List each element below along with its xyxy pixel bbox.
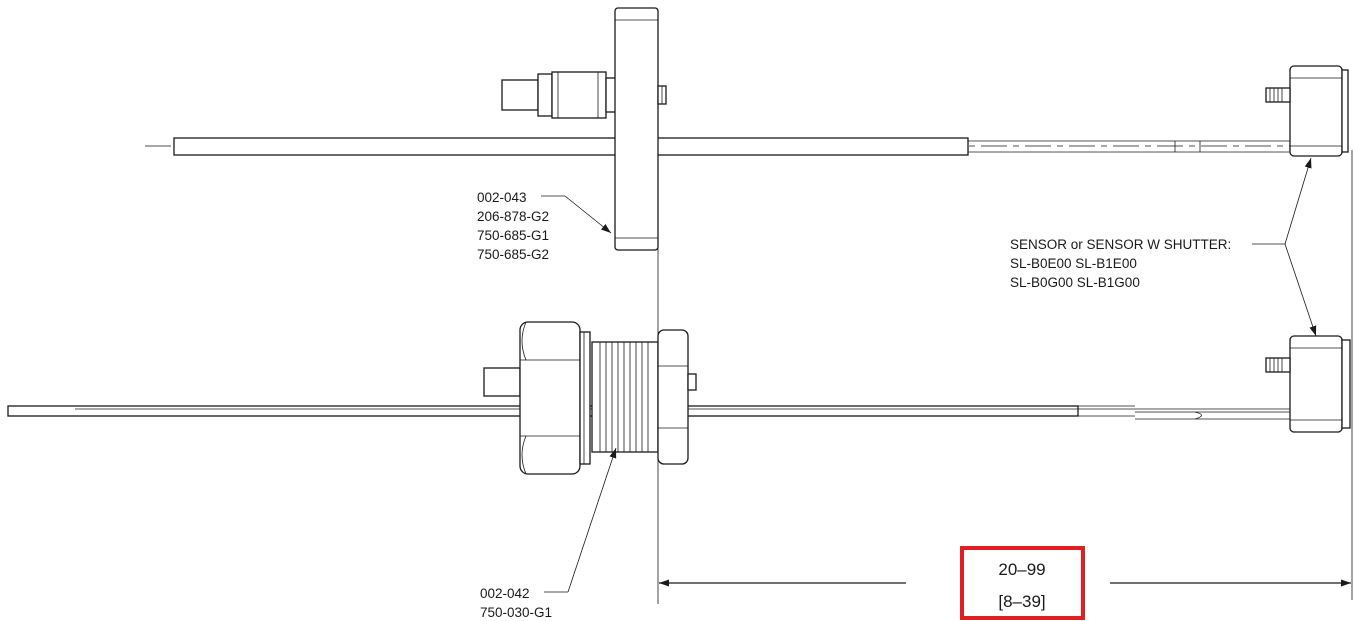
dimension-highlight-box <box>960 546 1085 620</box>
bottom-hex-nut-left <box>519 321 581 475</box>
callout-label: SENSOR or SENSOR W SHUTTER: <box>1010 237 1231 252</box>
dimension-value-in: [8–39] <box>998 592 1045 611</box>
top-sensor-head <box>1265 65 1349 157</box>
callout-label: 750-685-G2 <box>477 247 549 262</box>
bottom-hex-nut-right <box>657 329 697 465</box>
dimension-extension-lines <box>657 150 1353 604</box>
callout-top-flange: 002-043 206-878-G2 750-685-G1 750-685-G2 <box>477 190 612 262</box>
callout-label: 002-042 <box>480 586 530 601</box>
bottom-assembly <box>7 321 1351 475</box>
callout-label: SL-B0E00 SL-B1E00 <box>1010 256 1137 271</box>
bottom-sensor-head <box>1265 335 1351 433</box>
dimension-value-mm: 20–99 <box>998 560 1045 579</box>
bottom-threaded-body <box>591 341 659 453</box>
top-probe-rod <box>173 137 969 156</box>
callout-bottom-fitting: 002-042 750-030-G1 <box>480 447 617 620</box>
callout-label: 206-878-G2 <box>477 209 549 224</box>
callout-label: SL-B0G00 SL-B1G00 <box>1010 275 1140 290</box>
top-flange <box>614 7 667 251</box>
callout-label: 750-685-G1 <box>477 228 549 243</box>
callout-sensor: SENSOR or SENSOR W SHUTTER: SL-B0E00 SL-… <box>1010 157 1317 337</box>
top-connector <box>501 71 617 119</box>
top-assembly <box>145 7 1349 251</box>
bottom-connector <box>483 367 521 397</box>
bottom-washer <box>579 331 591 465</box>
callout-label: 002-043 <box>477 190 527 205</box>
callout-label: 750-030-G1 <box>480 605 552 620</box>
